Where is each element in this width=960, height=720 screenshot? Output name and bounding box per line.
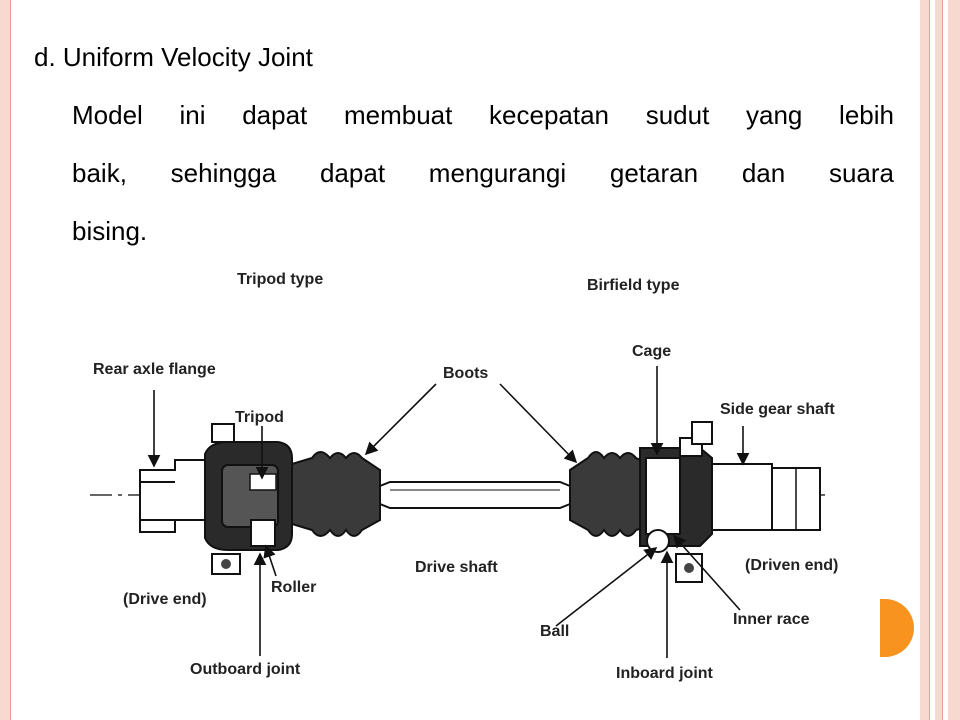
label-tripod-type: Tripod type — [237, 271, 323, 288]
label-cage: Cage — [632, 343, 671, 360]
roller-part — [250, 519, 276, 547]
paragraph-line: bising. — [72, 216, 148, 246]
label-drive-end: (Drive end) — [123, 591, 207, 608]
leader-inner-race — [672, 534, 741, 611]
drive-shaft-part — [379, 481, 571, 509]
right-frame-line — [929, 0, 930, 720]
slide-heading: d. Uniform Velocity Joint — [34, 42, 313, 72]
side-gear-shaft-part — [711, 463, 821, 531]
slide-accent-shape — [880, 599, 914, 657]
slide-paragraph: Model ini dapat membuat kecepatan sudut … — [72, 86, 894, 260]
paragraph-line: Model ini dapat membuat kecepatan sudut … — [72, 100, 894, 130]
paragraph-line: baik, sehingga dapat mengurangi getaran … — [72, 158, 894, 188]
left-boot-part — [291, 451, 381, 537]
leader-boot-right — [499, 383, 578, 464]
inboard-joint-part — [639, 421, 713, 583]
right-boot-part — [569, 451, 651, 537]
label-inboard-joint: Inboard joint — [616, 665, 714, 682]
rear-axle-flange-part — [139, 459, 206, 533]
right-frame-stripe — [920, 0, 929, 720]
right-frame-stripe — [948, 0, 960, 720]
left-frame-stripe — [0, 0, 10, 720]
outboard-joint-part — [204, 423, 293, 575]
label-rear-axle-flange: Rear axle flange — [93, 361, 216, 378]
label-roller: Roller — [271, 579, 316, 596]
label-side-gear-shaft: Side gear shaft — [720, 401, 835, 418]
leader-boot-left — [364, 383, 437, 456]
label-tripod: Tripod — [235, 409, 284, 426]
left-frame-line — [10, 0, 11, 720]
label-ball: Ball — [540, 623, 569, 640]
label-boots: Boots — [443, 365, 488, 382]
label-driven-end: (Driven end) — [745, 557, 838, 574]
label-inner-race: Inner race — [733, 611, 810, 628]
label-outboard-joint: Outboard joint — [190, 661, 301, 678]
cage-part — [645, 457, 681, 535]
right-frame-line — [942, 0, 943, 720]
label-drive-shaft: Drive shaft — [415, 559, 498, 576]
right-frame-stripe — [935, 0, 942, 720]
label-birfield-type: Birfield type — [587, 277, 680, 294]
ball-part — [646, 529, 670, 553]
leader-roller — [263, 544, 277, 577]
cv-joint-diagram: Tripod type Birfield type Rear axle flan… — [80, 258, 880, 688]
leader-ball — [555, 547, 658, 627]
